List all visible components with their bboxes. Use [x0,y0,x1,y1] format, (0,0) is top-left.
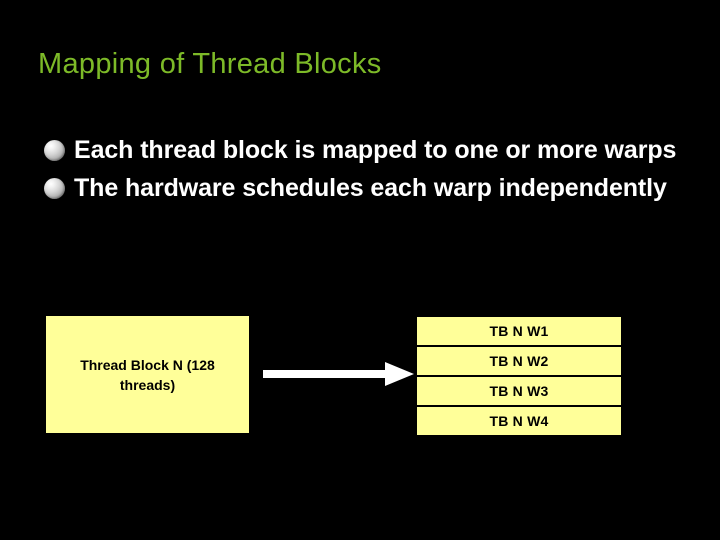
bullet-item-2: The hardware schedules each warp indepen… [44,170,694,206]
warp-label: TB N W2 [489,353,549,369]
warp-row: TB N W2 [417,347,621,375]
warp-row: TB N W3 [417,377,621,405]
slide-title: Mapping of Thread Blocks [38,48,382,81]
warp-label: TB N W3 [489,383,549,399]
thread-block-box: Thread Block N (128 threads) [46,316,249,433]
sphere-bullet-icon [44,178,65,199]
warp-label: TB N W1 [489,323,549,339]
warp-stack: TB N W1 TB N W2 TB N W3 TB N W4 [417,317,621,435]
bullet-item-2-text: The hardware schedules each warp indepen… [74,174,667,202]
bullet-item-1: Each thread block is mapped to one or mo… [44,132,694,168]
bullet-item-1-text: Each thread block is mapped to one or mo… [74,136,677,164]
bullet-list: Each thread block is mapped to one or mo… [44,132,694,208]
right-arrow-icon [263,362,414,386]
sphere-bullet-icon [44,140,65,161]
warp-row: TB N W1 [417,317,621,345]
warp-label: TB N W4 [489,413,549,429]
thread-block-label: Thread Block N (128 threads) [80,356,215,393]
warp-row: TB N W4 [417,407,621,435]
